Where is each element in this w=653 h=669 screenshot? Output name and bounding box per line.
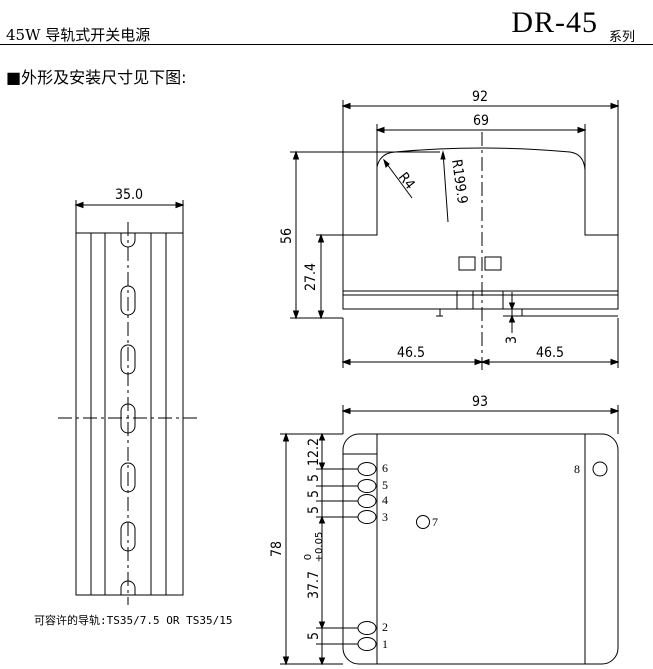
voltage-adjust-pot <box>592 461 608 477</box>
pot-label: 8 <box>574 462 580 476</box>
rail-outline <box>75 232 184 596</box>
terminal-2 <box>357 621 377 635</box>
leader-r199-arrow <box>440 150 446 160</box>
rail-width-label: 35.0 <box>115 187 143 203</box>
leader-r199 <box>442 151 449 223</box>
dim-top-view-height: 78 <box>269 541 285 557</box>
terminal-4 <box>357 494 377 508</box>
led-label: 7 <box>432 515 438 529</box>
leader-r4-arrow <box>383 158 390 168</box>
dim-pitch-arrows <box>318 432 326 666</box>
dim-92-arrows <box>341 102 620 110</box>
dim-tol-lower: +0.05 <box>314 532 325 563</box>
model-description: 45W 导轨式开关电源 <box>6 26 151 44</box>
rail-compat-note: 可容许的导轨:TS35/7.5 OR TS35/15 <box>34 614 233 627</box>
leader-r4 <box>383 159 413 199</box>
dim-465-arrows <box>341 358 620 366</box>
dim-pitch-d: 5 <box>306 506 322 514</box>
dim-radius-large: R199.9 <box>448 158 470 205</box>
terminal-5 <box>357 479 377 493</box>
dim-56-arrows <box>292 150 300 320</box>
front-window-right <box>484 256 502 271</box>
terminal-3 <box>357 510 377 524</box>
dim-pitch-b: 5 <box>306 474 322 482</box>
dim-tol-upper: 0 <box>303 554 314 560</box>
dim-78-arrows <box>282 432 290 666</box>
terminal-label: 3 <box>382 510 388 524</box>
top-view-drawing: 93 6 5 4 3 2 1 7 8 78 12.2 <box>269 394 620 666</box>
led-indicator <box>416 515 430 529</box>
front-view-drawing: 92 69 R4 R199.9 56 27.4 3 <box>279 89 620 370</box>
dim-top-view-width: 93 <box>472 394 488 410</box>
dim-274-arrows <box>317 233 325 320</box>
series-label: 系列 <box>608 30 635 45</box>
terminal-label: 5 <box>382 478 388 492</box>
terminal-label: 4 <box>382 493 388 507</box>
front-clip <box>456 290 504 310</box>
dim-right-half: 46.5 <box>536 345 564 361</box>
model-code: DR-45 <box>511 6 598 39</box>
dim-pitch-a: 12.2 <box>306 438 322 466</box>
diagram-caption: ■外形及安装尺寸见下图: <box>6 68 187 87</box>
dim-total-width: 92 <box>472 89 488 105</box>
front-body-outline <box>342 147 619 291</box>
dim-height: 56 <box>279 228 295 244</box>
front-window-left <box>458 256 476 271</box>
dim-lower-height: 27.4 <box>303 263 319 291</box>
top-inner-lines <box>376 434 586 664</box>
dim-left-half: 46.5 <box>397 345 425 361</box>
dim-clip-offset: 3 <box>504 336 520 344</box>
terminal-1 <box>357 637 377 651</box>
rail-dim-arrows <box>74 201 185 209</box>
terminal-label: 6 <box>382 461 388 475</box>
dim-radius-small: R4 <box>395 170 418 193</box>
dim-top-width: 69 <box>473 113 489 129</box>
top-outline <box>342 433 619 665</box>
header-divider <box>0 44 653 45</box>
dim-pitch-c: 5 <box>306 490 322 498</box>
dim-3-arrows <box>508 302 516 323</box>
dim-spacing-main: 37.7 <box>306 571 322 599</box>
dim-93-arrows <box>341 407 620 415</box>
terminal-6 <box>357 462 377 476</box>
front-base <box>342 290 619 310</box>
din-rail-drawing: 35.0 <box>58 187 198 605</box>
terminal-label: 2 <box>382 620 388 634</box>
dim-pitch-bottom: 5 <box>306 632 322 640</box>
terminal-label: 1 <box>382 637 388 651</box>
dim-69-arrows <box>375 126 587 134</box>
